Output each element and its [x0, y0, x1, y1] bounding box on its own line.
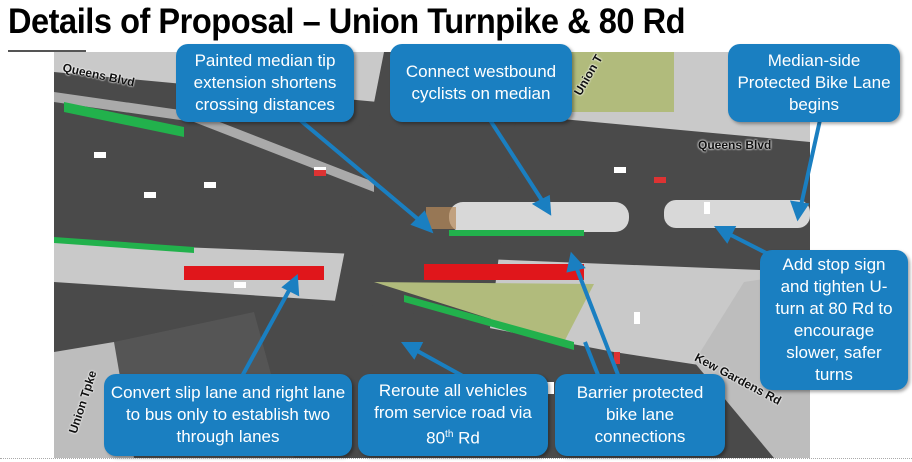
triangle-median — [374, 282, 594, 342]
reroute-text-end: Rd — [453, 428, 480, 448]
reroute-text: Reroute all vehicles from service road v… — [364, 380, 542, 450]
callout-median-side-bike-lane: Median-side Protected Bike Lane begins — [728, 44, 900, 122]
median — [449, 202, 629, 232]
callout-stop-sign: Add stop sign and tighten U-turn at 80 R… — [760, 250, 908, 390]
callout-connect-cyclists: Connect westbound cyclists on median — [390, 44, 572, 122]
bike-lane — [449, 230, 584, 236]
bus-lane — [184, 266, 324, 280]
map-label-queens-blvd-right: Queens Blvd — [698, 138, 772, 152]
callout-barrier-bike-lane: Barrier protected bike lane connections — [555, 374, 725, 456]
reroute-text-main: Reroute all vehicles from service road v… — [374, 381, 532, 448]
callout-slip-lane: Convert slip lane and right lane to bus … — [104, 374, 352, 456]
slide-title: Details of Proposal – Union Turnpike & 8… — [8, 2, 686, 41]
callout-reroute: Reroute all vehicles from service road v… — [358, 374, 548, 456]
footer-divider — [0, 458, 912, 459]
callout-median-tip: Painted median tip extension shortens cr… — [176, 44, 354, 122]
reroute-text-sup: th — [445, 429, 454, 441]
title-underline — [8, 50, 86, 52]
